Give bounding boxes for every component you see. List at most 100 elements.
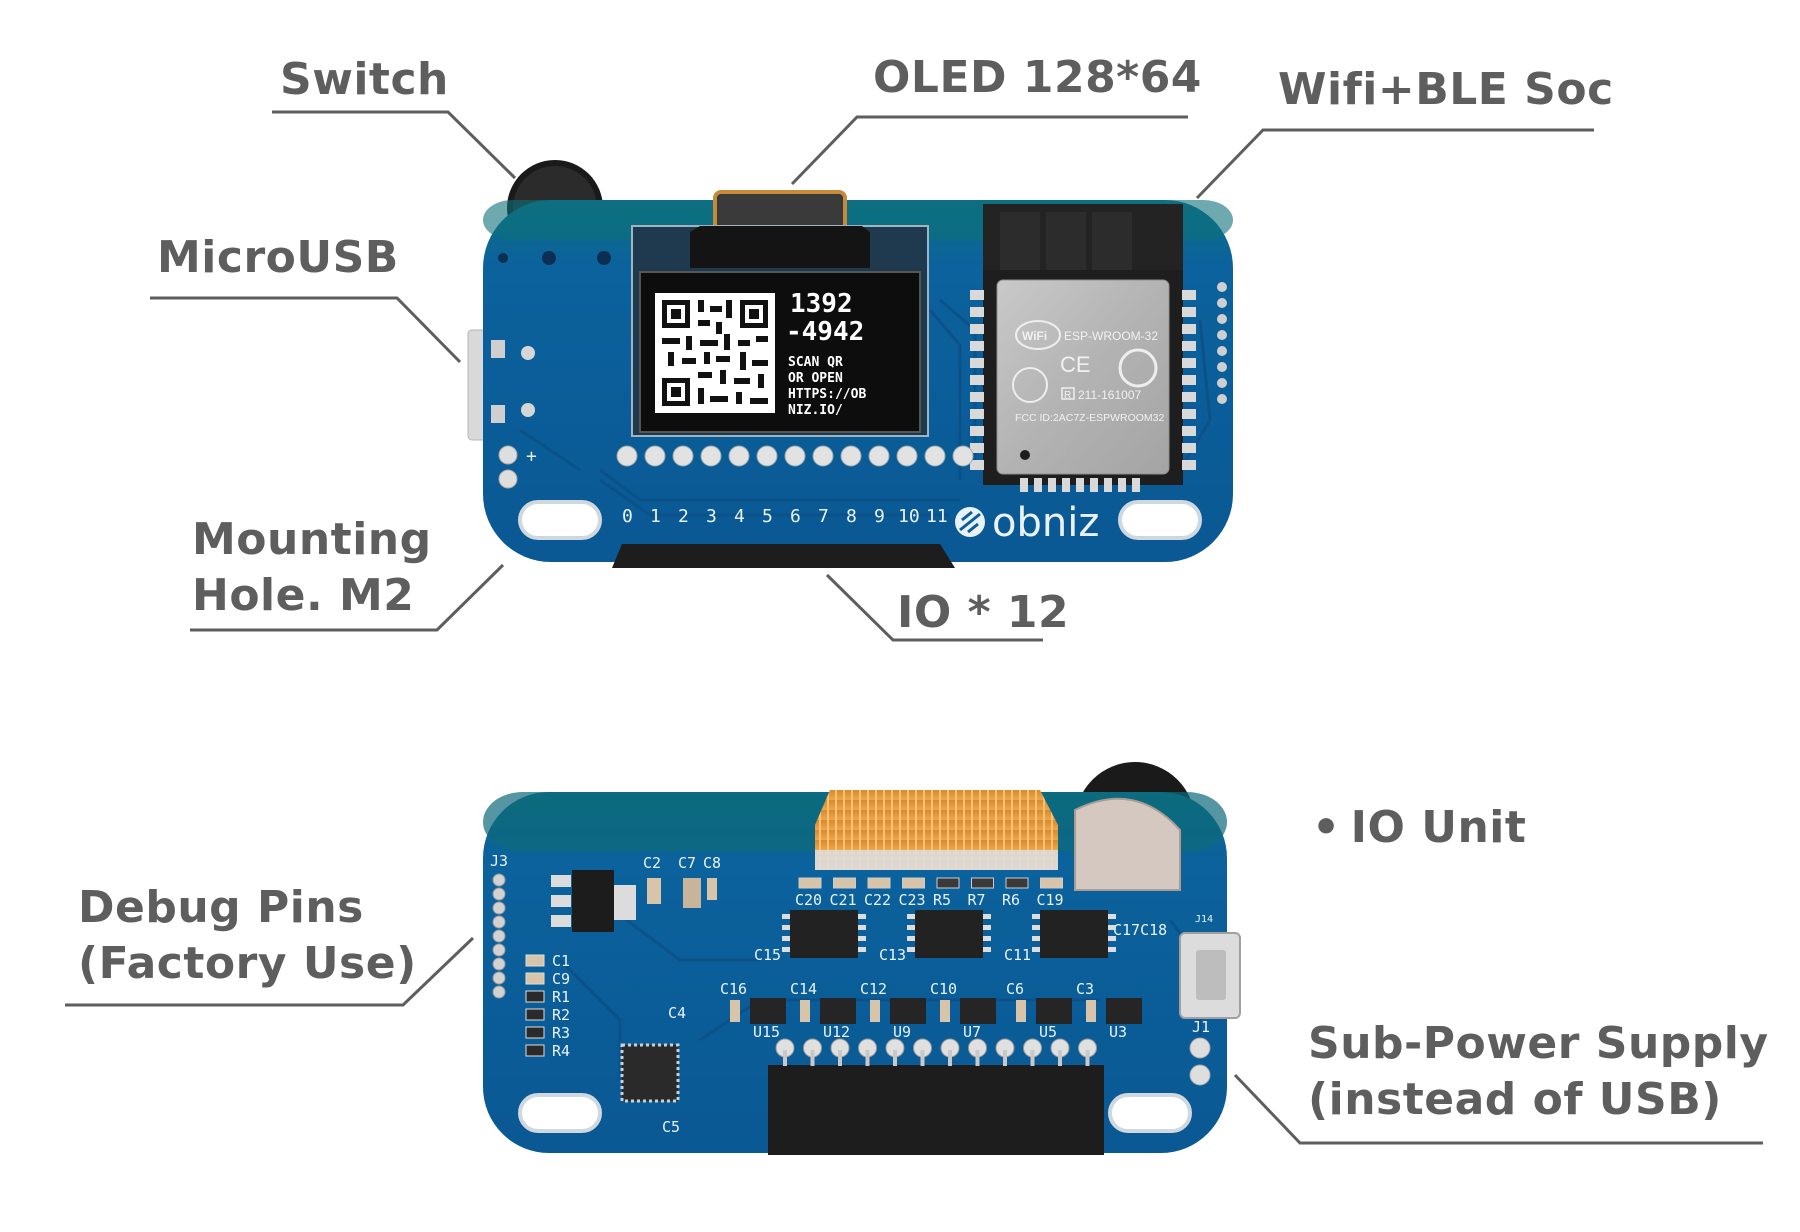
oled-line-1: 1392 xyxy=(790,289,853,319)
u-chip xyxy=(1106,998,1142,1024)
silk-c6: C6 xyxy=(1006,980,1024,998)
io-pin-number: 9 xyxy=(874,506,885,527)
io-pad xyxy=(868,445,890,467)
wifi-logo-text: WiFi xyxy=(1022,329,1047,343)
u-chip xyxy=(820,998,856,1024)
io-pin-number: 3 xyxy=(706,506,717,527)
oled-line-3: SCAN QR xyxy=(788,355,843,370)
io-pin-number: 6 xyxy=(790,506,801,527)
smd-part xyxy=(867,877,891,889)
io-pin-number: 2 xyxy=(678,506,689,527)
capacitor xyxy=(707,878,717,900)
fcc-id: FCC ID:2AC7Z-ESPWROOM32 xyxy=(1015,412,1165,424)
io-pin-number: 10 xyxy=(898,506,920,527)
smd-part xyxy=(525,972,545,985)
capacitor xyxy=(647,878,661,904)
silk-u3: U3 xyxy=(1109,1023,1127,1041)
silk-c5: C5 xyxy=(662,1118,680,1136)
silk-u15: U15 xyxy=(753,1023,780,1041)
plus-mark: + xyxy=(526,446,537,467)
esp-shield xyxy=(996,279,1170,475)
io-header-pads xyxy=(616,445,974,467)
wifi-logo xyxy=(1015,320,1061,350)
smd-part xyxy=(1040,877,1063,889)
oled-line-4: OR OPEN xyxy=(788,371,843,386)
silk-u7: U7 xyxy=(963,1023,981,1041)
telec-mark xyxy=(1012,367,1048,403)
silk-c8: C8 xyxy=(703,854,721,872)
soc-leader xyxy=(1195,128,1594,200)
silk-c4: C4 xyxy=(668,1004,686,1022)
oled-leader xyxy=(790,115,1188,186)
debug-pin xyxy=(492,873,506,887)
smd-part xyxy=(525,1008,545,1021)
silk-c20: C20 xyxy=(795,891,822,909)
capacitor xyxy=(1086,1000,1096,1022)
silk-r7: R7 xyxy=(968,891,986,909)
sub-power-pad-2 xyxy=(1189,1064,1211,1086)
capacitor xyxy=(800,1000,810,1022)
io-pin-number: 11 xyxy=(926,506,948,527)
switch-leader xyxy=(272,110,517,180)
smd-part xyxy=(525,1026,545,1039)
debug-pins-label-line2: (Factory Use) xyxy=(78,938,417,989)
debug-pin xyxy=(492,929,506,943)
io-pad xyxy=(672,445,694,467)
silk-j14: J14 xyxy=(1195,914,1213,925)
switch-label: Switch xyxy=(280,54,449,105)
capacitor xyxy=(683,878,701,908)
io-pad xyxy=(952,445,974,467)
silk-c19: C19 xyxy=(1037,891,1064,909)
u-chip xyxy=(960,998,996,1024)
qr-code xyxy=(655,293,775,413)
driver-ic xyxy=(1040,910,1108,958)
mounting-hole-right xyxy=(1118,500,1202,540)
oled-line-5: HTTPS://OB xyxy=(788,387,866,402)
debug-pin xyxy=(492,971,506,985)
silk-r4: R4 xyxy=(552,1042,570,1060)
io-pad xyxy=(896,445,918,467)
io-pin-number: 1 xyxy=(650,506,661,527)
u-chip xyxy=(750,998,786,1024)
capacitor xyxy=(940,1000,950,1022)
cert-number: 211-161007 xyxy=(1078,388,1141,402)
ce-mark: CE xyxy=(1060,352,1091,377)
io-pad xyxy=(924,445,946,467)
sub-power-leader xyxy=(1233,1073,1763,1145)
silk-r3: R3 xyxy=(552,1024,570,1042)
esp-model: ESP-WROOM-32 xyxy=(1064,329,1158,343)
io-unit-label: •IO Unit xyxy=(1312,800,1526,856)
silk-c16: C16 xyxy=(720,980,747,998)
sub-power-pad-1 xyxy=(1189,1037,1211,1059)
silk-c10: C10 xyxy=(930,980,957,998)
silk-c12: C12 xyxy=(860,980,887,998)
silk-c15: C15 xyxy=(754,946,781,964)
u-chip xyxy=(1036,998,1072,1024)
io-pad xyxy=(700,445,722,467)
silk-u9: U9 xyxy=(893,1023,911,1041)
io-pin-number: 8 xyxy=(846,506,857,527)
mcu-chip xyxy=(620,1043,680,1103)
bullet-icon: • xyxy=(1312,802,1341,853)
debug-pin xyxy=(492,943,506,957)
io-pad xyxy=(784,445,806,467)
driver-ic xyxy=(790,910,858,958)
silk-c23: C23 xyxy=(899,891,926,909)
debug-pins-label-line1: Debug Pins xyxy=(78,882,364,933)
silk-u12: U12 xyxy=(823,1023,850,1041)
driver-ic xyxy=(915,910,983,958)
back-mounting-hole-left xyxy=(518,1093,602,1133)
silk-c11: C11 xyxy=(1004,946,1031,964)
pcb-traces xyxy=(519,298,1212,517)
smd-part xyxy=(525,1044,545,1057)
silk-r6: R6 xyxy=(1002,891,1020,909)
silk-c17c18: C17C18 xyxy=(1113,921,1167,939)
io-pin-number: 7 xyxy=(818,506,829,527)
debug-pin xyxy=(492,915,506,929)
espressif-logo xyxy=(1118,348,1158,388)
silk-c14: C14 xyxy=(790,980,817,998)
